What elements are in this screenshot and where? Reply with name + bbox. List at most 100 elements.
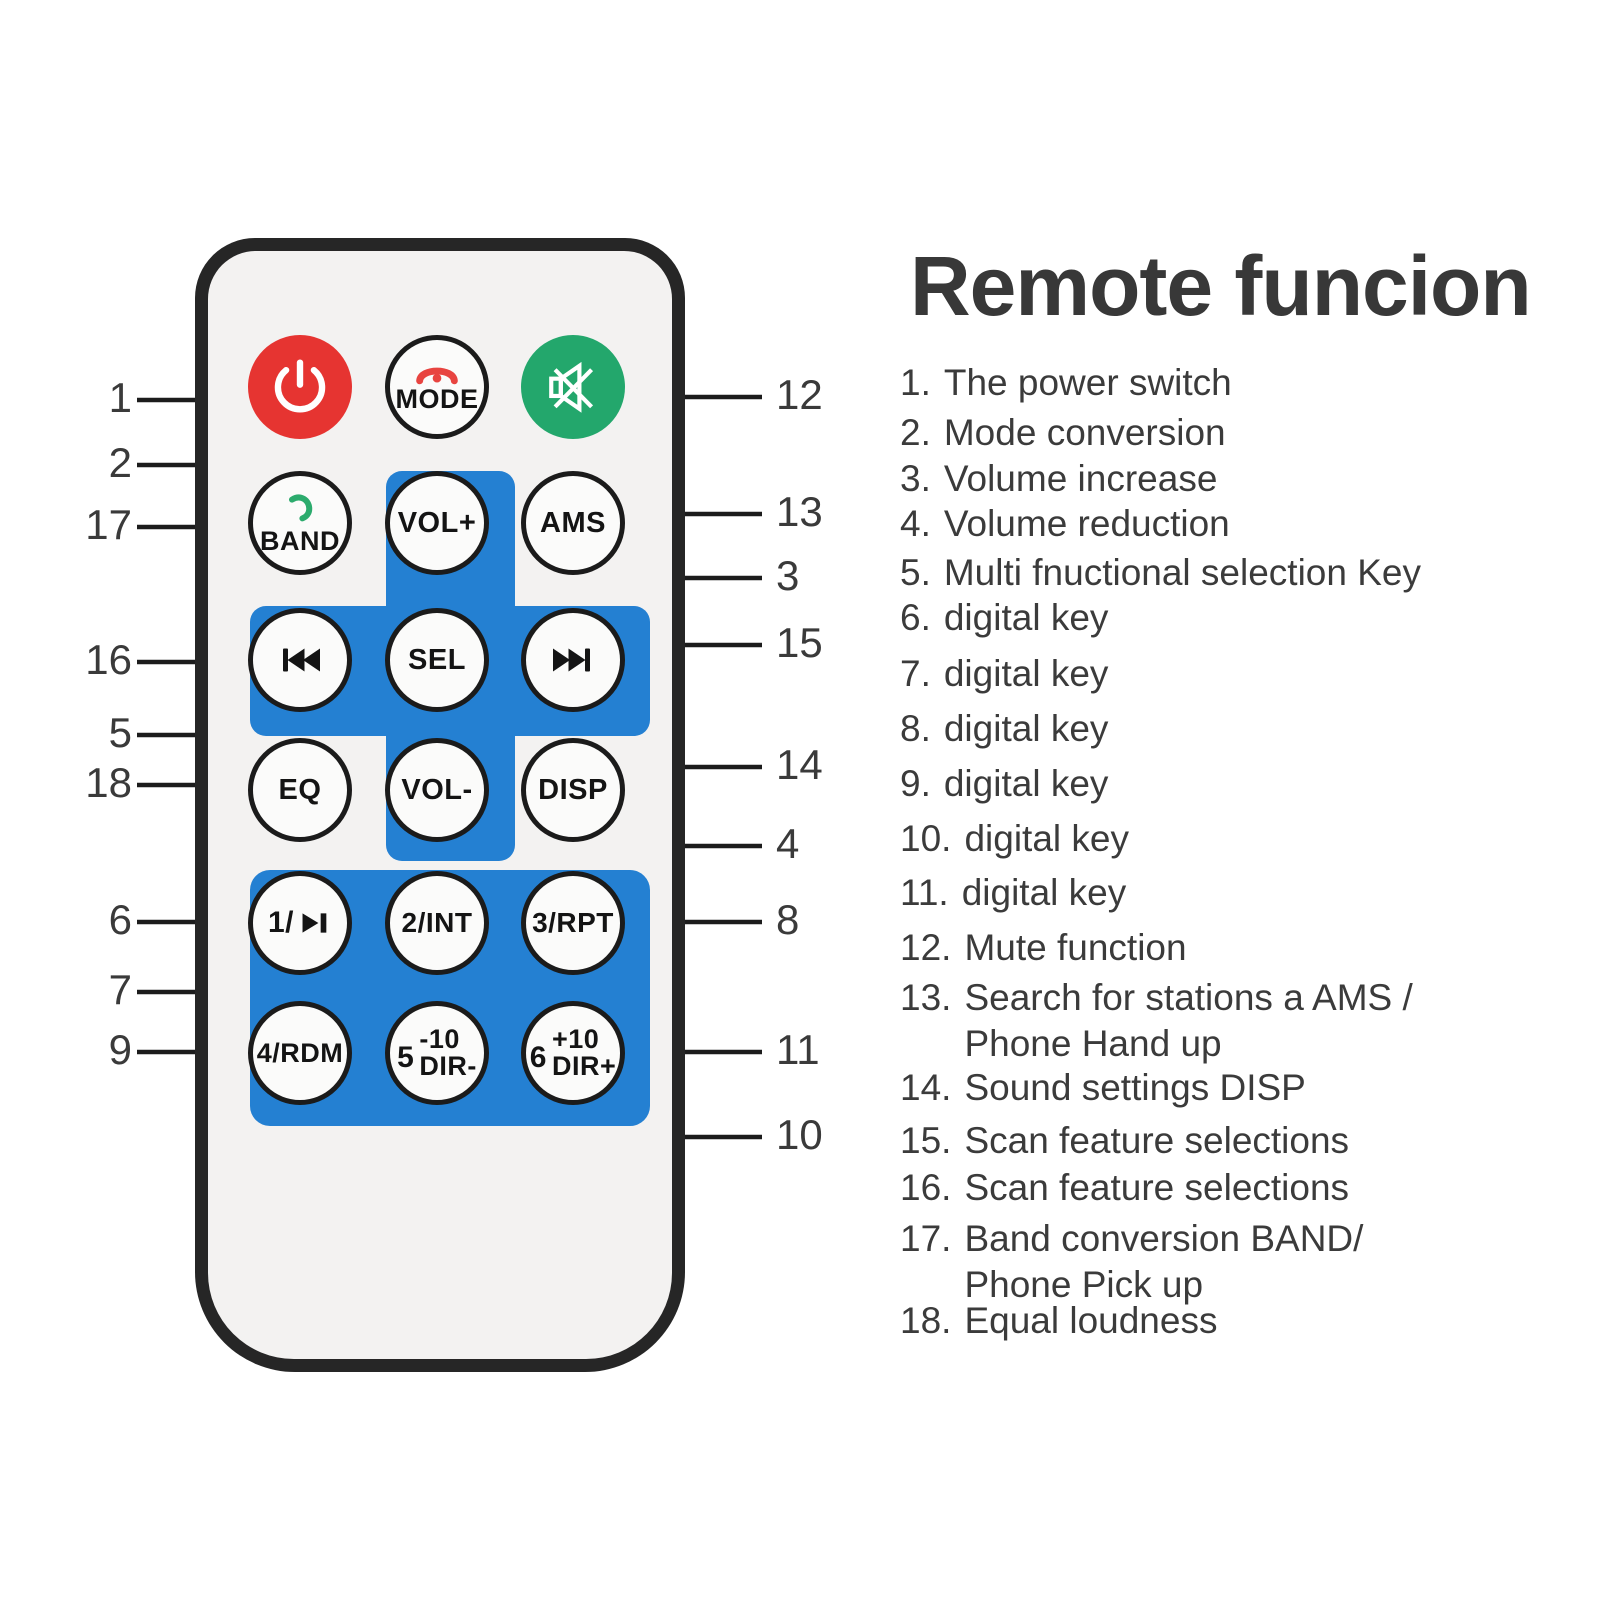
phone-hangup-icon (416, 367, 458, 385)
legend-item-number: 2. (900, 412, 931, 453)
sel-button: SEL (385, 608, 489, 712)
callout-number-1: 1 (108, 374, 132, 421)
legend-item-number: 12. (900, 927, 952, 968)
legend-item-text: The power switch (943, 362, 1232, 403)
mute-speaker-icon (549, 361, 594, 413)
callout-number-14: 14 (776, 741, 823, 788)
callout-number-13: 13 (776, 488, 823, 535)
legend-item-number: 1. (900, 362, 931, 403)
key-6-plus10-label: +10 (551, 1024, 600, 1054)
legend-item-text: digital key (961, 872, 1127, 913)
legend-item-text: Mode conversion (943, 412, 1226, 453)
legend-item-text: digital key (943, 763, 1109, 804)
power-icon (274, 359, 326, 413)
legend-item-text: Search for stations a AMS / Phone Hand u… (964, 977, 1413, 1064)
legend-item-11: 11.digital key (900, 870, 1560, 916)
legend-item-8: 8. digital key (900, 706, 1560, 752)
legend-item-number: 8. (900, 708, 931, 749)
legend-item-number: 10. (900, 818, 952, 859)
eq-label: EQ (278, 774, 322, 806)
legend-item-text: Multi fnuctional selection Key (943, 552, 1421, 593)
sel-label: SEL (408, 644, 466, 676)
legend-item-number: 18. (900, 1300, 952, 1341)
phone-pickup-icon (289, 494, 313, 522)
key-6-dir-plus-button: 6 +10 DIR+ (521, 1001, 625, 1105)
prev-track-button (248, 608, 352, 712)
callout-number-4: 4 (776, 820, 800, 867)
remote-control: MODE BAND VOL+ AMS (195, 238, 685, 1372)
legend-item-1: 1. The power switch (900, 360, 1560, 406)
ams-label: AMS (540, 507, 606, 539)
key-3-label: 3/RPT (532, 907, 614, 938)
legend-item-16: 16.Scan feature selections (900, 1165, 1560, 1211)
legend-item-text: Sound settings DISP (964, 1067, 1306, 1108)
legend-item-number: 5. (900, 552, 931, 593)
key-2-int-button: 2/INT (385, 871, 489, 975)
legend-item-text: Band conversion BAND/ Phone Pick up (964, 1218, 1364, 1305)
legend-item-5: 5. Multi fnuctional selection Key (900, 550, 1560, 596)
legend-item-10: 10. digital key (900, 816, 1560, 862)
legend-item-text: Volume increase (943, 458, 1218, 499)
vol-down-button: VOL- (385, 738, 489, 842)
prev-track-icon (283, 648, 320, 672)
legend-item-6: 6.digital key (900, 595, 1560, 641)
vol-up-label: VOL+ (397, 507, 477, 539)
callout-number-18: 18 (85, 759, 132, 806)
play-pause-icon (302, 913, 327, 933)
legend-item-number: 17. (900, 1218, 952, 1259)
key-5-dir-label: DIR- (419, 1051, 477, 1081)
legend-item-7: 7.digital key (900, 651, 1560, 697)
band-label: BAND (260, 526, 340, 556)
key-5-minus10-label: -10 (419, 1024, 460, 1054)
disp-button: DISP (521, 738, 625, 842)
legend-item-13: 13. Search for stations a AMS / Phone Han… (900, 975, 1560, 1067)
legend-item-number: 6. (900, 597, 931, 638)
key-6-dir-label: DIR+ (551, 1051, 617, 1081)
key-6-digit: 6 (529, 1041, 547, 1074)
legend-item-number: 7. (900, 653, 931, 694)
key-4-label: 4/RDM (256, 1038, 344, 1068)
legend-item-text: Scan feature selections (964, 1120, 1350, 1161)
next-track-button (521, 608, 625, 712)
legend-item-4: 4.Volume reduction (900, 501, 1560, 547)
callout-number-16: 16 (85, 636, 132, 683)
key-2-label: 2/INT (401, 907, 473, 938)
legend-item-9: 9.digital key (900, 761, 1560, 807)
legend-item-18: 18. Equal loudness (900, 1298, 1560, 1344)
callout-number-15: 15 (776, 619, 823, 666)
callout-number-17: 17 (85, 501, 132, 548)
key-1-play-pause-button: 1/ (248, 871, 352, 975)
mute-button (521, 335, 625, 439)
vol-down-label: VOL- (401, 774, 473, 806)
legend-item-text: digital key (943, 708, 1109, 749)
callout-number-5: 5 (108, 709, 132, 756)
page-title: Remote funcion (910, 239, 1532, 333)
mode-label: MODE (395, 384, 479, 414)
eq-button: EQ (248, 738, 352, 842)
legend-item-number: 13. (900, 977, 952, 1018)
ams-button: AMS (521, 471, 625, 575)
key-5-dir-minus-button: 5 -10 DIR- (385, 1001, 489, 1105)
callout-number-12: 12 (776, 371, 823, 418)
callout-number-3: 3 (776, 552, 800, 599)
legend-item-text: digital key (964, 818, 1129, 859)
callout-number-6: 6 (108, 896, 132, 943)
callout-number-9: 9 (108, 1026, 132, 1073)
legend-item-number: 16. (900, 1167, 952, 1208)
mode-button: MODE (385, 335, 489, 439)
legend-item-text: Equal loudness (964, 1300, 1218, 1341)
key-1-label: 1/ (267, 906, 295, 939)
callout-number-10: 10 (776, 1111, 823, 1158)
legend-item-number: 3. (900, 458, 931, 499)
next-track-icon (553, 648, 590, 672)
key-4-rdm-button: 4/RDM (248, 1001, 352, 1105)
callout-number-8: 8 (776, 896, 800, 943)
callout-number-2: 2 (108, 439, 132, 486)
legend-item-number: 14. (900, 1067, 952, 1108)
key-5-digit: 5 (397, 1041, 415, 1074)
legend-item-15: 15.Scan feature selections (900, 1118, 1560, 1164)
legend-item-12: 12.Mute function (900, 925, 1560, 971)
disp-label: DISP (538, 774, 608, 806)
band-button: BAND (248, 471, 352, 575)
